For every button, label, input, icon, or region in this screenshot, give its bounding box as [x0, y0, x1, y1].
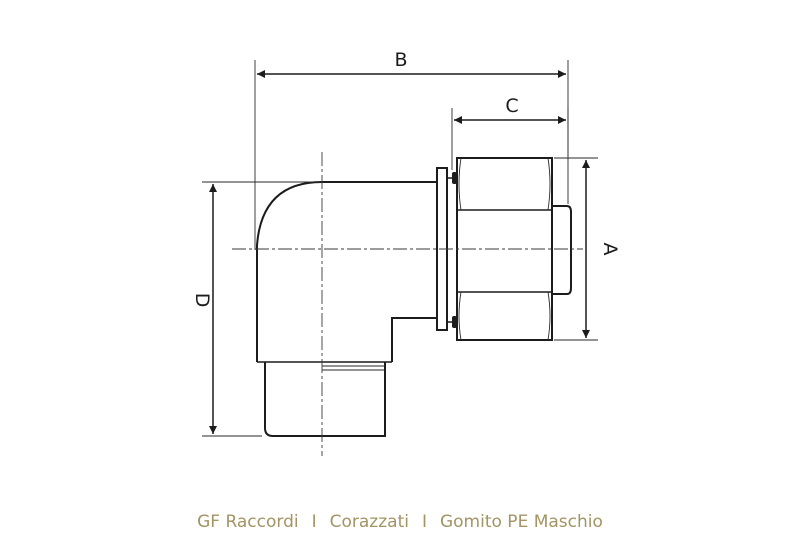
hex-chamfer	[547, 291, 551, 341]
dimension-label-c: C	[505, 95, 518, 117]
caption-separator: I	[421, 512, 427, 532]
caption: GF Raccordi I Corazzati I Gomito PE Maschio	[0, 512, 800, 532]
caption-brand: GF Raccordi	[197, 512, 299, 532]
elbow-body	[256, 181, 437, 363]
caption-separator: I	[311, 512, 317, 532]
male-thread	[264, 362, 386, 437]
elbow-outer-contour	[256, 181, 437, 362]
thread-outline	[264, 362, 386, 437]
dimension-c: C	[451, 95, 569, 170]
dimension-d: D	[191, 181, 320, 437]
dimension-a: A	[554, 157, 621, 341]
caption-product: Gomito PE Maschio	[439, 512, 603, 532]
dimension-label-d: D	[191, 293, 213, 308]
hex-chamfer	[458, 291, 462, 341]
hex-chamfer	[547, 157, 551, 211]
caption-category: Corazzati	[329, 512, 409, 532]
technical-drawing: B C A D	[191, 49, 621, 456]
pipe-stub-outline	[552, 205, 572, 295]
dimension-label-a: A	[599, 243, 621, 256]
hex-chamfer	[458, 157, 462, 211]
dimension-b: B	[254, 49, 569, 250]
pipe-stub	[552, 205, 572, 295]
dimension-label-b: B	[394, 49, 407, 71]
elbow-inner-corner	[391, 317, 437, 362]
